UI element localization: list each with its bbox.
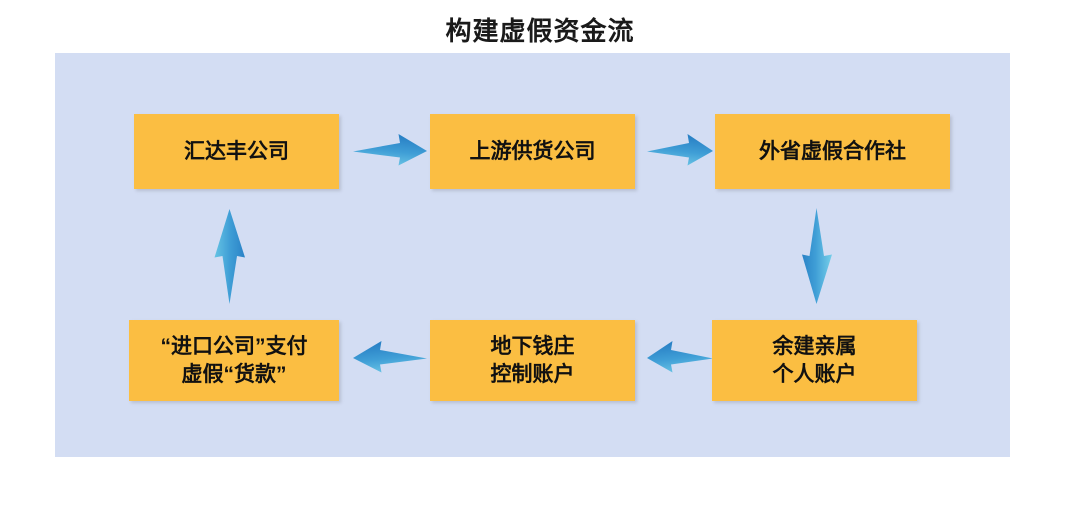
node-import-company[interactable]: “进口公司”支付 虚假“货款” (129, 320, 339, 401)
arrow-coop-to-relative (797, 208, 837, 304)
node-coop-line-1: 外省虚假合作社 (759, 139, 906, 163)
node-supplier[interactable]: 上游供货公司 (430, 114, 635, 189)
node-underground-bank[interactable]: 地下钱庄 控制账户 (430, 320, 635, 401)
node-import-company-line-2: 虚假“货款” (181, 362, 287, 386)
node-import-company-line-1: “进口公司”支付 (160, 334, 308, 358)
node-huidafeng[interactable]: 汇达丰公司 (134, 114, 339, 189)
arrow-supplier-to-coop (647, 131, 713, 171)
arrow-import-to-huidafeng (210, 209, 250, 304)
arrow-huidafeng-to-supplier (353, 131, 427, 171)
arrow-underground-to-import (347, 338, 427, 378)
node-relative-account-line-1: 余建亲属 (772, 334, 857, 358)
flow-diagram-panel: 汇达丰公司 上游供货公司 (55, 53, 1010, 457)
page-title: 构建虚假资金流 (445, 16, 635, 46)
arrow-relative-to-underground (647, 338, 713, 378)
node-huidafeng-line-1: 汇达丰公司 (184, 139, 289, 163)
node-underground-bank-line-2: 控制账户 (490, 362, 575, 386)
node-relative-account[interactable]: 余建亲属 个人账户 (712, 320, 917, 401)
node-underground-bank-line-1: 地下钱庄 (490, 334, 575, 358)
node-relative-account-line-2: 个人账户 (772, 362, 857, 386)
node-supplier-line-1: 上游供货公司 (469, 139, 596, 163)
node-coop[interactable]: 外省虚假合作社 (715, 114, 950, 189)
